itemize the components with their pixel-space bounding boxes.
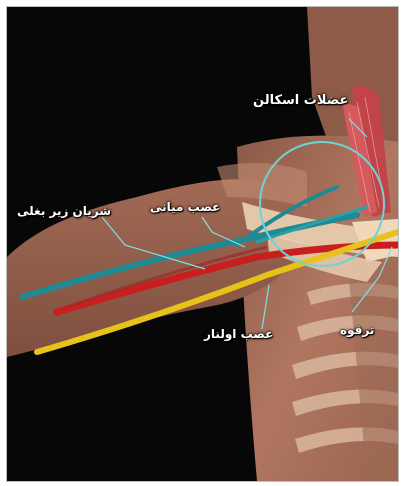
label-clavicle: ترقوه xyxy=(340,323,374,337)
label-scalene-muscles: عضلات اسکالن xyxy=(253,93,348,108)
label-median-nerve: عصب میانی xyxy=(150,200,220,214)
label-ulnar-nerve: عصب اولنار xyxy=(204,327,273,341)
shoulder-anatomy-illustration xyxy=(7,7,398,481)
label-subclavian-artery: شریان زیر بغلی xyxy=(17,204,111,218)
illustration-frame: عضلات اسکالن شریان زیر بغلی عصب میانی تر… xyxy=(6,6,399,482)
